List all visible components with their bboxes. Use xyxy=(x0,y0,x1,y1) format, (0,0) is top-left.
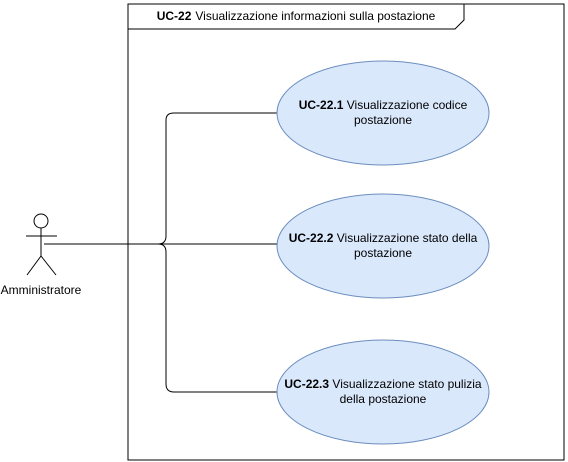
use-case-line1-1: Visualizzazione codice xyxy=(346,98,468,112)
system-title: UC-22 Visualizzazione informazioni sulla… xyxy=(128,4,464,28)
use-case-label-3: UC-22.3 Visualizzazione stato pulizia de… xyxy=(276,369,490,415)
actor-stick-figure-icon[interactable] xyxy=(26,213,57,276)
use-case-ellipse-1[interactable] xyxy=(276,60,490,166)
use-case-line1-2: Visualizzazione stato della xyxy=(336,231,478,245)
actor-label: Amministratore xyxy=(0,283,82,297)
use-case-id-3: UC-22.3 xyxy=(284,377,330,391)
system-title-text: Visualizzazione informazioni sulla posta… xyxy=(195,9,436,23)
system-title-tab xyxy=(127,3,465,30)
use-case-label-1: UC-22.1 Visualizzazione codice postazion… xyxy=(280,90,486,136)
use-case-line1-3: Visualizzazione stato pulizia xyxy=(332,377,482,391)
use-case-line2-3: della postazione xyxy=(339,392,427,406)
use-case-ellipse-3[interactable] xyxy=(276,339,490,445)
use-case-line2-2: postazione xyxy=(353,246,413,260)
connector-uc-22-1 xyxy=(44,112,278,245)
use-case-ellipse-2[interactable] xyxy=(276,193,490,299)
use-case-line2-1: postazione xyxy=(353,113,413,127)
system-id: UC-22 xyxy=(156,9,192,23)
use-case-id-2: UC-22.2 xyxy=(288,231,334,245)
use-case-id-1: UC-22.1 xyxy=(298,98,344,112)
use-case-label-2: UC-22.2 Visualizzazione stato della post… xyxy=(276,223,490,269)
connector-uc-22-3 xyxy=(44,243,278,393)
